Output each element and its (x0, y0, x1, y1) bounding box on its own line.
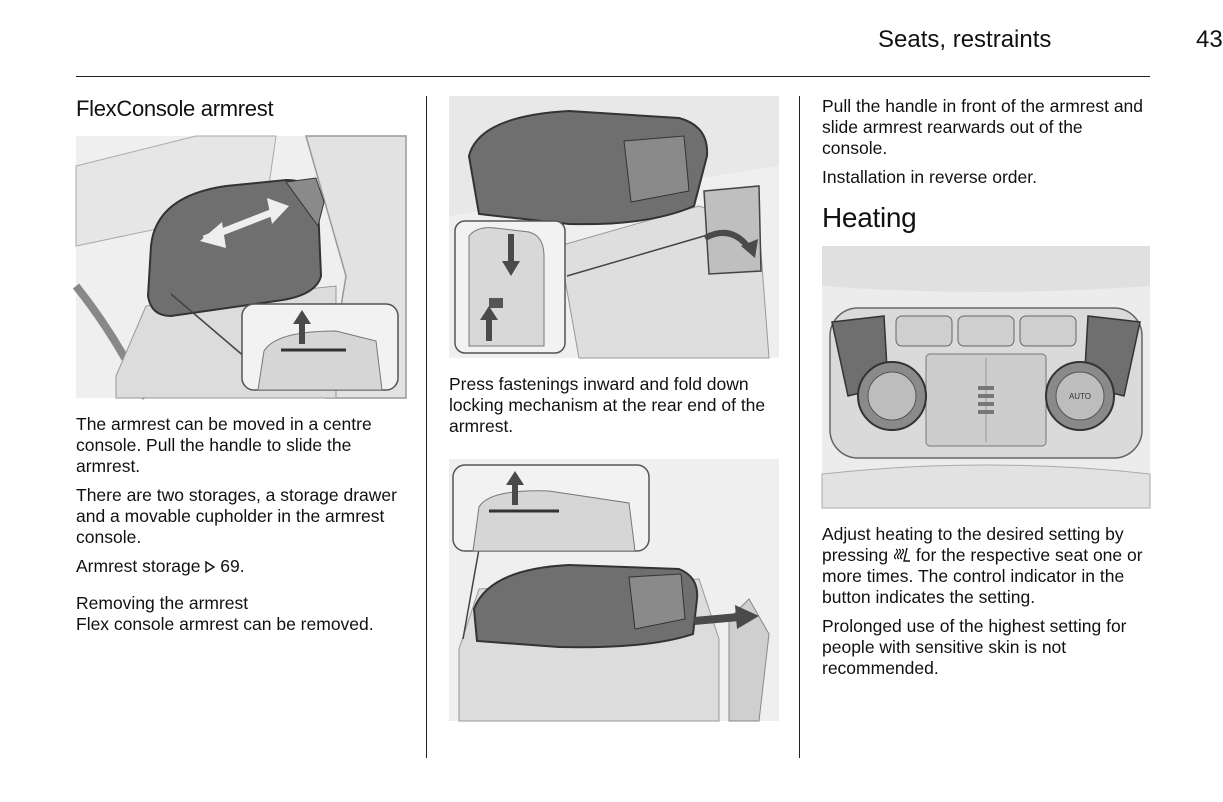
climate-button[interactable] (1019, 315, 1077, 347)
paragraph: Flex console armrest can be removed. (76, 614, 374, 634)
page-number: 43 (1196, 26, 1223, 53)
reference-label: Armrest storage (76, 556, 201, 576)
seat-heating-icon (893, 547, 911, 562)
paragraph: Press fastenings inward and fold down lo… (449, 374, 766, 436)
subheading-removing-armrest: Removing the armrest (76, 593, 249, 613)
paragraph-reference: Armrest storage 69. (76, 556, 406, 577)
armrest-removal-illustration (449, 459, 779, 722)
text-fragment: for the respective seat one or more time… (822, 545, 1143, 607)
climate-control-panel-illustration: AUTO (821, 246, 1151, 509)
double-arrow-icon (200, 198, 289, 248)
paragraph: There are two storages, a storage drawer… (76, 485, 397, 547)
text-fragment: Adjust heating to the desired setting by… (822, 524, 1124, 565)
column-middle: Press fastenings inward and fold down lo… (449, 96, 779, 722)
section-title: Seats, restraints (878, 26, 1052, 53)
paragraph: The armrest can be moved in a centre con… (76, 414, 372, 476)
curved-arrow-icon (703, 229, 758, 258)
heading-flexconsole: FlexConsole armrest (76, 96, 274, 121)
reference-arrow-icon (205, 560, 216, 574)
dial-auto-label: AUTO (1069, 392, 1091, 401)
right-arrow-icon (693, 605, 759, 629)
paragraph: Prolonged use of the highest setting for… (822, 616, 1127, 678)
armrest-slide-illustration (72, 135, 407, 400)
paragraph-heating-instruction: Adjust heating to the desired setting by… (822, 524, 1152, 608)
reference-page: 69. (220, 556, 245, 576)
heading-heating: Heating (822, 202, 917, 233)
column-left: FlexConsole armrest The armrest can be m… (72, 96, 407, 643)
paragraph: Installation in reverse order. (822, 167, 1037, 187)
column-divider (799, 96, 800, 758)
page-header: Seats, restraints 43 (76, 0, 1223, 77)
column-divider (426, 96, 427, 758)
paragraph: Pull the handle in front of the armrest … (822, 96, 1144, 158)
fastening-release-illustration (449, 96, 779, 359)
climate-button[interactable] (957, 315, 1015, 347)
column-right: Pull the handle in front of the armrest … (821, 96, 1152, 687)
climate-button[interactable] (895, 315, 953, 347)
